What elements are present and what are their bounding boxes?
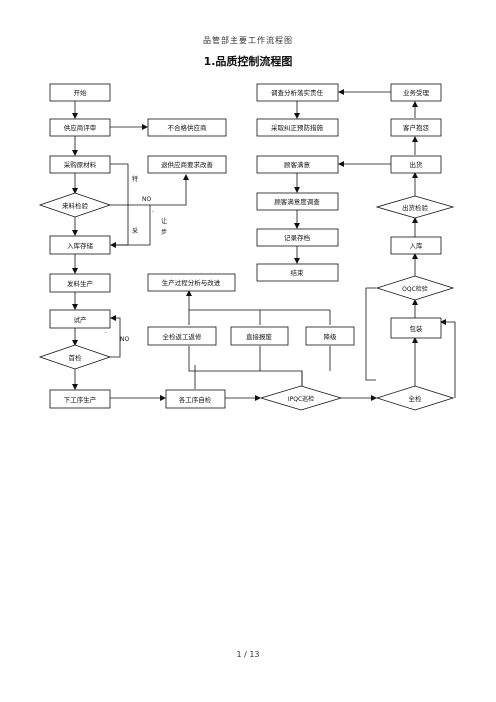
svg-text:包装: 包装 — [410, 324, 424, 333]
svg-text:发料生产: 发料生产 — [67, 279, 94, 288]
node-record-archive: 记录存档 — [256, 228, 339, 247]
node-incoming-inspection: 来料检验 — [38, 192, 112, 218]
node-corrective-action: 采取纠正预防措施 — [256, 118, 339, 137]
svg-text:采取纠正预防措施: 采取纠正预防措施 — [271, 123, 324, 132]
svg-text:入库: 入库 — [410, 241, 424, 250]
node-process-analysis: 生产过程分析与改进 — [147, 273, 236, 292]
node-next-process: 下工序生产 — [49, 389, 111, 409]
node-outgoing-inspection: 出货检验 — [375, 195, 455, 219]
label-concession-1: 让 — [161, 217, 167, 225]
node-trial-production: 试产 — [49, 309, 111, 329]
node-unqualified-supplier: 不合格供应商 — [147, 118, 227, 137]
label-special-1: 特 — [132, 175, 138, 183]
node-end: 结束 — [256, 263, 339, 282]
node-warehouse-in-2: 入库 — [390, 236, 442, 255]
svg-text:入库存储: 入库存储 — [67, 241, 94, 250]
svg-text:顾客满意: 顾客满意 — [284, 160, 311, 169]
svg-text:首检: 首检 — [69, 353, 83, 362]
svg-text:记录存档: 记录存档 — [284, 233, 310, 242]
svg-text:客户抱怨: 客户抱怨 — [403, 123, 430, 132]
svg-text:不合格供应商: 不合格供应商 — [168, 123, 208, 132]
node-investigate-responsibility: 调查分析落实责任 — [256, 83, 339, 102]
svg-text:出货检验: 出货检验 — [402, 203, 429, 212]
svg-text:开始: 开始 — [74, 88, 88, 97]
node-packaging: 包装 — [390, 317, 442, 339]
svg-text:业务受理: 业务受理 — [403, 88, 430, 97]
label-no-incoming: NO — [142, 196, 151, 203]
node-satisfaction-survey: 顾客满意度调查 — [256, 192, 339, 211]
svg-text:IPQC巡检: IPQC巡检 — [288, 395, 314, 403]
label-dot-1: · — [152, 209, 154, 216]
page-footer: 1 / 13 — [236, 650, 260, 659]
node-supplier-review: 供应商评审 — [49, 118, 111, 137]
label-no-first-article: NO — [120, 336, 129, 343]
node-direct-scrap: 直接报废 — [230, 326, 289, 346]
node-start: 开始 — [49, 83, 111, 102]
node-return-supplier: 退供应商要求改善 — [147, 155, 227, 174]
node-shipment: 出货 — [390, 155, 442, 174]
page-header: 品管部主要工作流程图 — [203, 36, 293, 45]
svg-text:顾客满意度调查: 顾客满意度调查 — [274, 197, 320, 206]
svg-text:全检返工返修: 全检返工返修 — [163, 332, 203, 341]
connectors — [72, 89, 456, 401]
node-business-accept: 业务受理 — [390, 83, 442, 102]
svg-text:退供应商要求改善: 退供应商要求改善 — [161, 160, 214, 169]
node-issue-production: 发料生产 — [49, 273, 111, 293]
node-purchase-material: 采购原材料 — [49, 155, 111, 174]
node-downgrade: 降级 — [305, 326, 355, 346]
label-special-2: 采 — [132, 227, 138, 235]
svg-text:全检: 全检 — [409, 394, 423, 403]
label-dot-2: · — [105, 330, 107, 337]
svg-text:OQC检验: OQC检验 — [402, 285, 428, 293]
node-process-self-check: 各工序自检 — [165, 389, 226, 409]
svg-text:试产: 试产 — [74, 315, 88, 324]
svg-text:直接报废: 直接报废 — [246, 332, 273, 341]
svg-text:调查分析落实责任: 调查分析落实责任 — [271, 88, 324, 97]
svg-text:结束: 结束 — [291, 268, 305, 277]
node-customer-complaint: 客户抱怨 — [390, 118, 442, 137]
svg-text:出货: 出货 — [410, 160, 424, 169]
svg-text:各工序自检: 各工序自检 — [179, 395, 212, 404]
svg-text:降级: 降级 — [324, 332, 338, 341]
node-first-article: 首检 — [38, 344, 112, 370]
svg-text:来料检验: 来料检验 — [62, 201, 89, 210]
node-full-inspection: 全检 — [375, 385, 455, 411]
node-warehouse-in: 入库存储 — [49, 235, 111, 255]
node-ipqc-inspection: IPQC巡检 — [259, 385, 343, 411]
svg-text:生产过程分析与改进: 生产过程分析与改进 — [162, 278, 221, 287]
node-full-inspect-rework: 全检返工返修 — [147, 326, 217, 346]
svg-text:采购原材料: 采购原材料 — [64, 160, 97, 169]
node-oqc-inspection: OQC检验 — [375, 275, 455, 301]
page-title: 1.品质控制流程图 — [203, 55, 293, 68]
node-customer-satisfaction: 顾客满意 — [256, 155, 339, 174]
svg-text:下工序生产: 下工序生产 — [64, 395, 97, 404]
svg-text:供应商评审: 供应商评审 — [64, 123, 97, 132]
label-concession-2: 步 — [161, 228, 167, 236]
